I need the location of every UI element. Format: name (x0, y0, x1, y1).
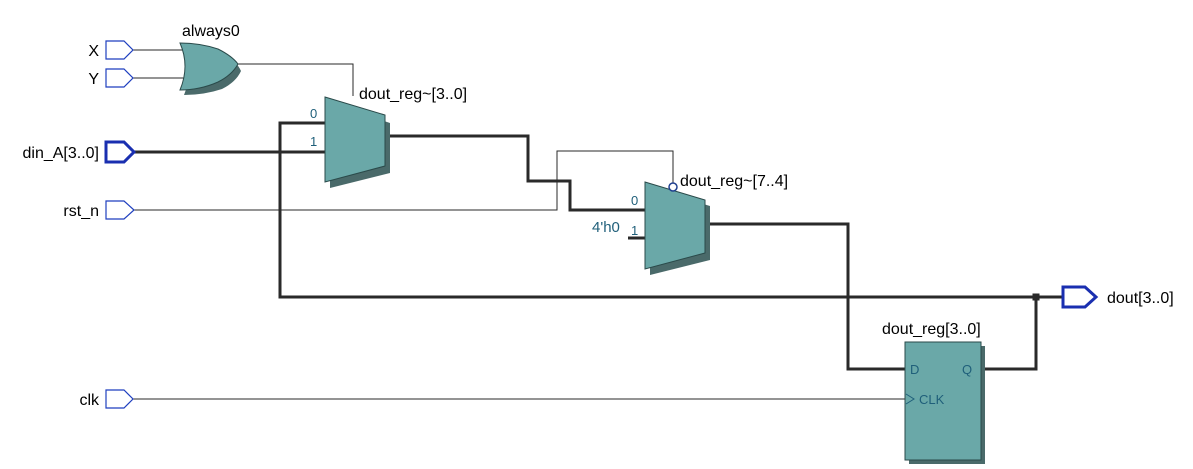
mux-dout-reg-3-0[interactable]: 0 1 dout_reg~[3..0] (310, 86, 467, 188)
port-label-y: Y (88, 71, 99, 88)
port-arrow-icon (105, 200, 135, 220)
port-label-din-a: din_A[3..0] (23, 145, 100, 162)
mux-dout-reg-7-4[interactable]: 0 1 4'h0 dout_reg~[7..4] (592, 173, 788, 275)
input-port-clk[interactable]: clk (79, 389, 134, 409)
reg-pin-clk: CLK (919, 392, 945, 407)
input-port-din-a[interactable]: din_A[3..0] (23, 140, 137, 164)
wire-mux2-to-d (705, 222, 905, 371)
mux2-pin-0: 0 (631, 193, 638, 208)
input-port-x[interactable]: X (88, 40, 134, 60)
wire-or-to-mux1-sel (238, 63, 354, 96)
port-label-rst-n: rst_n (63, 203, 99, 220)
output-port-dout[interactable]: dout[3..0] (1061, 285, 1174, 309)
or-gate-always0[interactable]: always0 (179, 23, 241, 95)
port-arrow-icon (105, 40, 134, 60)
port-label-x: X (88, 43, 99, 60)
mux-icon (324, 96, 386, 183)
reg-pin-q: Q (962, 362, 972, 377)
port-label-dout: dout[3..0] (1107, 290, 1174, 307)
port-arrow-icon (104, 140, 137, 164)
register-dout-reg[interactable]: D Q CLK dout_reg[3..0] (882, 321, 985, 464)
wires (133, 49, 1063, 400)
const-4h0: 4'h0 (592, 219, 620, 236)
invert-bubble-icon (668, 182, 678, 192)
cell-label-register: dout_reg[3..0] (882, 321, 981, 338)
mux2-pin-1: 1 (631, 223, 638, 238)
mux1-pin-1: 1 (310, 134, 317, 149)
register-icon (904, 341, 982, 461)
wire-mux1-to-mux2 (385, 134, 645, 212)
cell-label-mux2: dout_reg~[7..4] (680, 173, 788, 190)
mux-icon (644, 181, 706, 270)
port-arrow-icon (1061, 285, 1099, 309)
mux1-pin-0: 0 (310, 106, 317, 121)
wire-rst-n (134, 150, 674, 211)
input-port-y[interactable]: Y (88, 68, 134, 88)
port-label-clk: clk (79, 392, 100, 409)
junction-dot (1032, 293, 1040, 301)
cell-label-mux1: dout_reg~[3..0] (359, 86, 467, 103)
port-arrow-icon (105, 68, 134, 88)
reg-pin-d: D (910, 362, 919, 377)
cell-label-always0: always0 (182, 23, 240, 40)
input-port-rst-n[interactable]: rst_n (63, 200, 135, 220)
clock-edge-icon (905, 393, 915, 405)
wire-q-to-dout (980, 295, 1063, 371)
port-arrow-icon (105, 389, 134, 409)
or-gate-icon (179, 42, 239, 91)
